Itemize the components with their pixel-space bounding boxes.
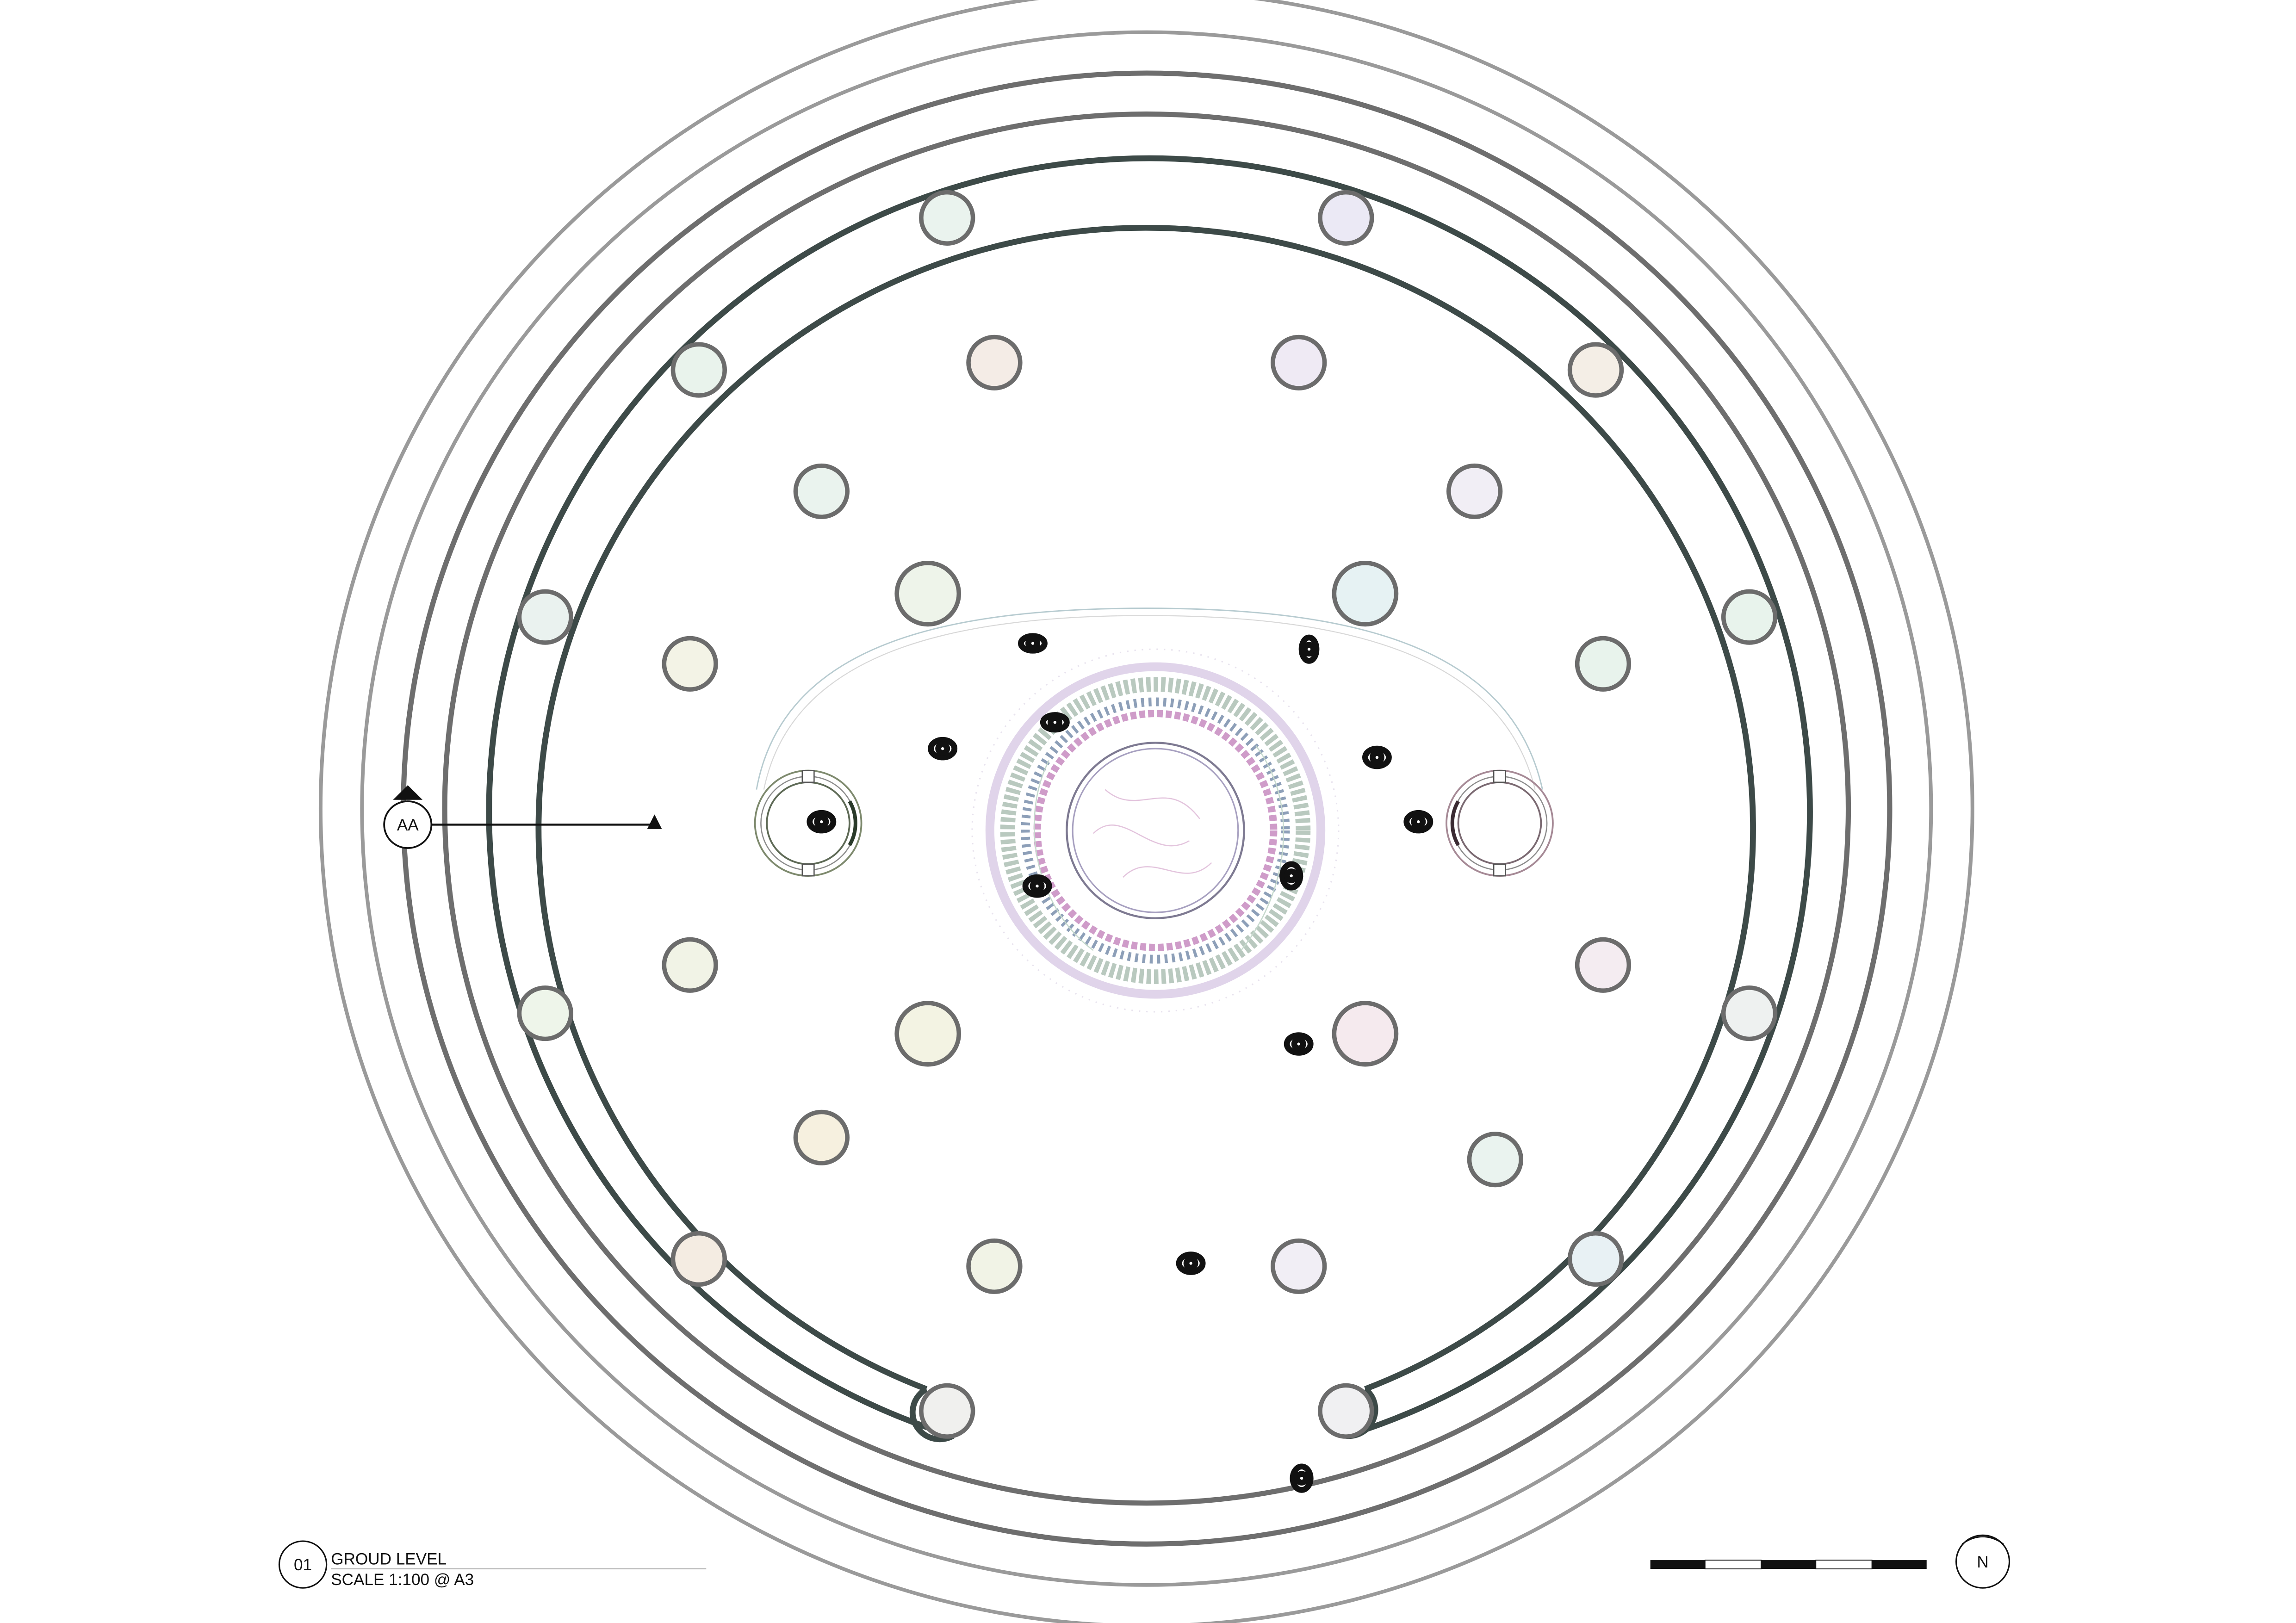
drawing-title: GROUD LEVEL bbox=[331, 1550, 447, 1568]
north-arrow-icon: N bbox=[1955, 1534, 2011, 1589]
person-icon bbox=[1403, 810, 1433, 834]
left-kiosk bbox=[754, 769, 863, 877]
north-label: N bbox=[1977, 1553, 1988, 1571]
drawing-scale: SCALE 1:100 @ A3 bbox=[331, 1571, 474, 1589]
person-icon bbox=[1018, 633, 1048, 654]
column bbox=[662, 636, 718, 692]
person-icon bbox=[1279, 861, 1303, 891]
column bbox=[1318, 190, 1374, 246]
column bbox=[1721, 589, 1778, 645]
band-columns bbox=[517, 190, 1778, 1439]
column bbox=[1721, 985, 1778, 1041]
column bbox=[1467, 1132, 1524, 1188]
person-icon bbox=[1176, 1251, 1206, 1275]
column bbox=[662, 937, 718, 993]
column bbox=[1567, 342, 1624, 398]
column bbox=[793, 1109, 850, 1165]
column bbox=[966, 1238, 1023, 1294]
column bbox=[1575, 937, 1632, 993]
title-block: 01 GROUD LEVEL SCALE 1:100 @ A3 bbox=[278, 1540, 707, 1589]
column bbox=[919, 1383, 975, 1439]
person-icon bbox=[1290, 1463, 1314, 1493]
person-icon bbox=[1022, 874, 1052, 898]
column bbox=[1332, 1001, 1399, 1067]
person-icon bbox=[1040, 712, 1070, 733]
column bbox=[793, 463, 850, 519]
column bbox=[966, 335, 1023, 390]
column bbox=[517, 985, 573, 1041]
person-icon bbox=[1284, 1032, 1314, 1056]
person-icon bbox=[928, 737, 958, 761]
column bbox=[1332, 560, 1399, 627]
person-icon bbox=[807, 810, 837, 834]
column bbox=[894, 1001, 962, 1067]
drawing-number: 01 bbox=[294, 1556, 312, 1574]
interior-columns bbox=[662, 335, 1632, 1294]
column bbox=[1446, 463, 1503, 519]
person-icon bbox=[1298, 634, 1320, 664]
column bbox=[670, 1231, 727, 1287]
outer-rings bbox=[319, 0, 1974, 1623]
column bbox=[1567, 1231, 1624, 1287]
column bbox=[517, 589, 573, 645]
right-kiosk bbox=[1446, 769, 1554, 877]
column bbox=[670, 342, 727, 398]
central-installation bbox=[971, 648, 1340, 1013]
column bbox=[894, 560, 962, 627]
canopy-arch bbox=[756, 607, 1543, 790]
person-icon bbox=[1362, 745, 1392, 769]
column bbox=[1318, 1383, 1374, 1439]
column bbox=[919, 190, 975, 246]
section-marker: AA bbox=[383, 785, 662, 849]
scale-bar bbox=[1650, 1560, 1927, 1570]
section-marker-label: AA bbox=[397, 816, 419, 834]
column bbox=[1575, 636, 1632, 692]
column bbox=[1271, 335, 1327, 390]
column bbox=[1271, 1238, 1327, 1294]
